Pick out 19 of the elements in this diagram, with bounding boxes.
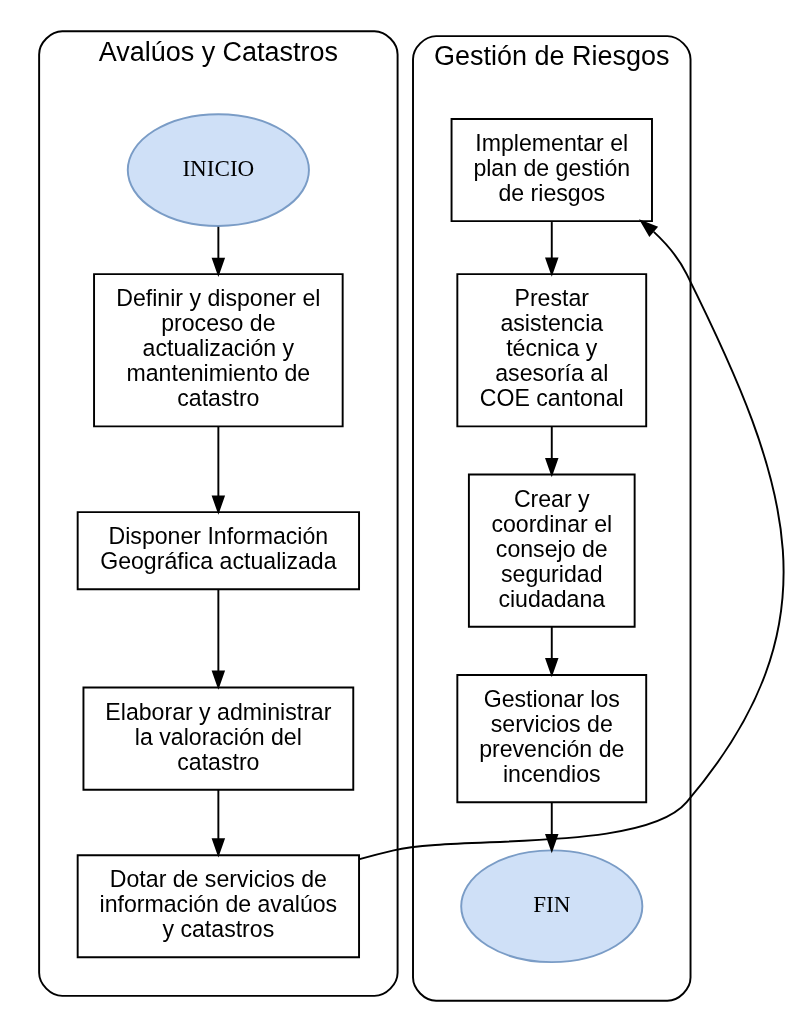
- arrow: [358, 219, 784, 861]
- node-ellipse: FIN: [459, 849, 643, 964]
- node-box: Definir y disponer el proceso de actualización y mantenimiento de catastro: [92, 273, 344, 428]
- node-box: Disponer Información Geográfica actualizada: [76, 511, 360, 591]
- node-box: Prestar asistencia técnica y asesoría al COE cantonal: [455, 273, 647, 428]
- arrow: [211, 788, 225, 858]
- arrow: [211, 425, 225, 515]
- arrow: [544, 425, 559, 478]
- node-box: Elaborar y administrar la valoración del catastro: [82, 686, 354, 791]
- arrow: [544, 221, 559, 277]
- arrow: [211, 588, 225, 690]
- node-box: Implementar el plan de gestión de riesgos: [450, 118, 653, 223]
- node-box: Gestionar los servicios de prevención de incendios: [455, 674, 647, 804]
- node-box: Crear y coordinar el consejo de seguridad ciudadana: [467, 473, 636, 628]
- arrow: [211, 225, 225, 277]
- node-box: Dotar de servicios de información de avalúos y catastros: [76, 854, 360, 959]
- arrow: [544, 801, 559, 854]
- arrow: [544, 626, 559, 678]
- node-ellipse: INICIO: [126, 113, 310, 227]
